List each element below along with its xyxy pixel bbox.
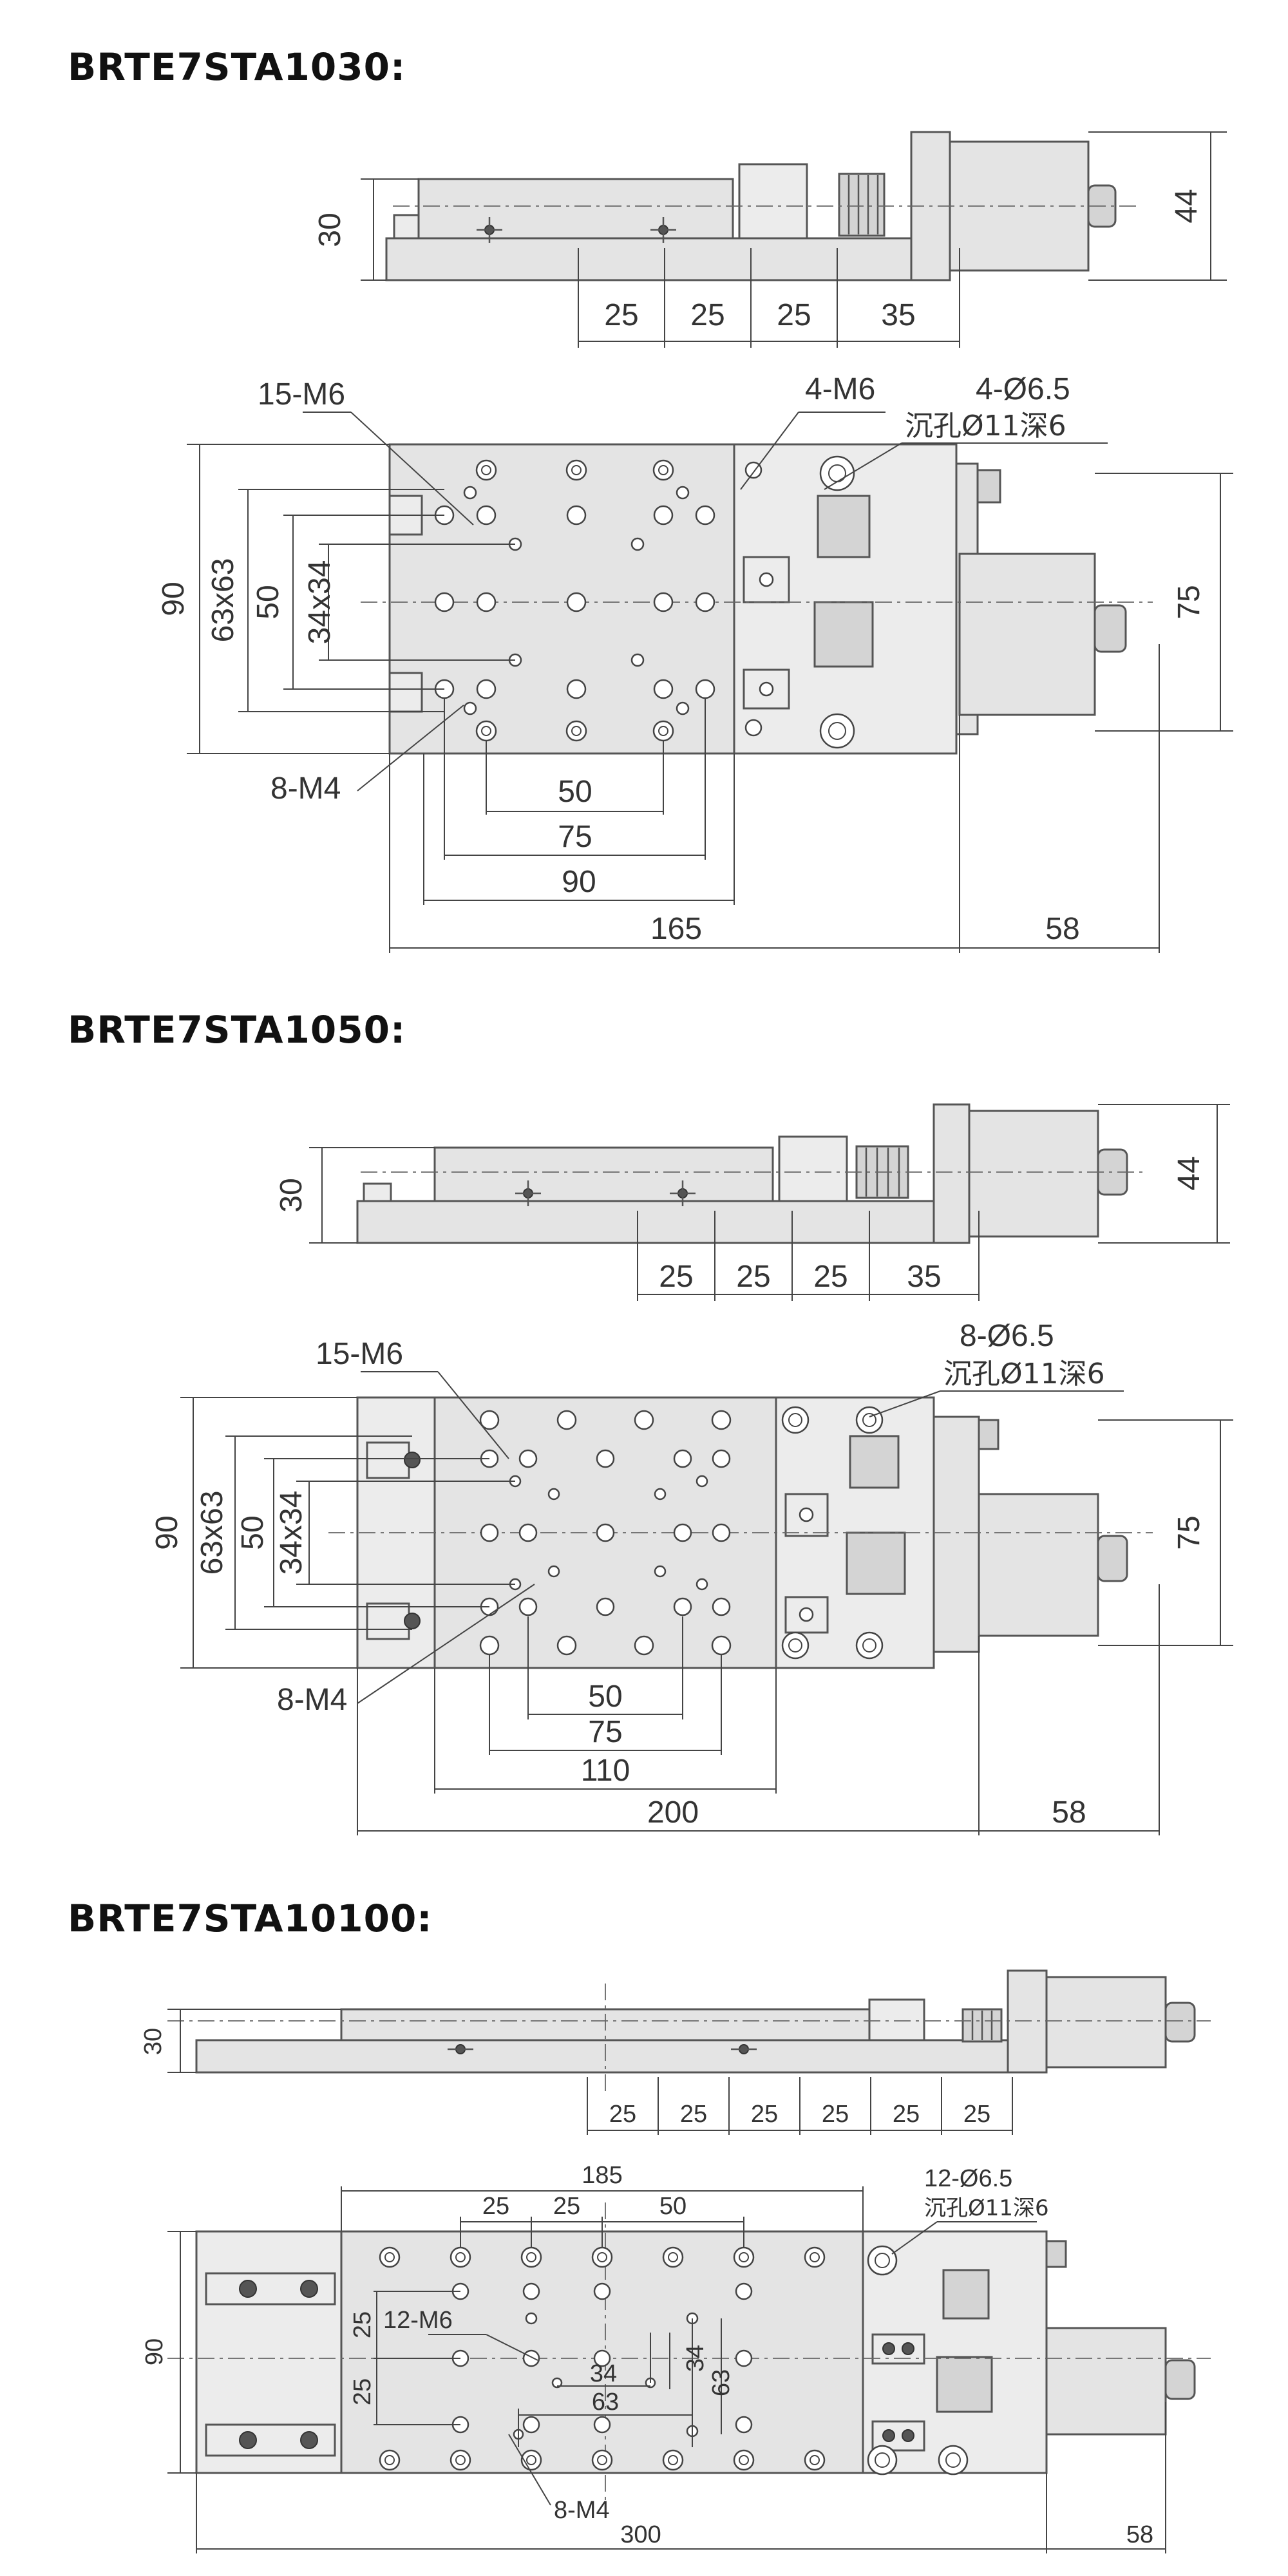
top-view-1030: 90 63x63 50 34x34 75 50 75 90 165 58 15-… (156, 372, 1233, 953)
dim-pitch-6: 25 (963, 2101, 990, 2128)
dim-height: 30 (140, 2028, 167, 2055)
side-mount-holes (477, 217, 676, 243)
label-4m6: 4-M6 (805, 372, 875, 406)
coupling-icon (838, 173, 886, 237)
dim-motor-square: 63x63 (195, 1491, 229, 1575)
top-view-10100: 185 25 25 50 12-Ø6.5 沉孔Ø11深6 90 25 25 12… (141, 2162, 1211, 2553)
dim-center-34-h: 34 (590, 2360, 617, 2387)
label-m4: 8-M4 (554, 2497, 610, 2524)
dim-top-total: 185 (582, 2162, 622, 2189)
dim-pitch-1: 25 (659, 1260, 693, 1294)
dim-pitch-5: 25 (893, 2101, 920, 2128)
dim-motor-height: 44 (1172, 1156, 1206, 1190)
dim-top-25a: 25 (482, 2193, 509, 2220)
side-mount-holes (448, 2044, 757, 2054)
knob-icon (1094, 604, 1127, 653)
knob-icon (1164, 2002, 1196, 2043)
motor-icon (978, 1493, 1099, 1637)
drawing-10100: 30 25 25 25 25 25 25 (140, 1969, 1211, 2553)
stepper-motor-icon (1045, 1976, 1167, 2069)
dim-motor-length: 58 (1045, 912, 1079, 946)
dim-pitch-4: 35 (907, 1260, 941, 1294)
top-mount-holes (379, 2245, 969, 2476)
dim-motor-height: 44 (1170, 189, 1204, 223)
dim-length: 300 (620, 2521, 661, 2548)
drawing-1050: 30 44 25 25 25 35 (150, 1103, 1233, 1835)
dim-pitch-1: 25 (604, 298, 638, 332)
dim-top-25b: 25 (553, 2193, 580, 2220)
dim-width: 90 (141, 2338, 168, 2365)
motor-icon (1045, 2327, 1167, 2436)
dim-pitch-2: 25 (690, 298, 724, 332)
dim-bottom-110: 110 (581, 1754, 630, 1788)
dim-pitch-2: 25 (736, 1260, 770, 1294)
dim-pitch-3: 25 (777, 298, 811, 332)
dim-motor-length: 58 (1052, 1795, 1086, 1830)
dim-right: 75 (1172, 1515, 1206, 1549)
side-view-1030: 30 44 25 25 25 35 (313, 131, 1227, 348)
dim-width: 90 (150, 1515, 184, 1549)
dim-inner-square: 34x34 (303, 560, 337, 645)
knob-icon (1097, 1535, 1128, 1582)
dim-motor-length: 58 (1126, 2521, 1153, 2548)
coupling-icon (846, 1531, 906, 1595)
coupling-icon (849, 1435, 900, 1489)
drawing-1030: 30 44 25 25 25 35 (156, 131, 1233, 953)
dim-pitch-4: 35 (881, 298, 915, 332)
top-mount-holes (479, 1406, 884, 1660)
coupling-icon (813, 601, 874, 668)
section-title-1050: BRTE7STA1050: (68, 1008, 406, 1052)
dim-hole-spacing: 50 (236, 1515, 270, 1549)
coupling-icon (936, 2356, 993, 2413)
dim-inner-square: 34x34 (274, 1491, 308, 1575)
label-counterbore: 4-Ø6.5 (976, 372, 1070, 406)
dim-bottom-75: 75 (588, 1715, 622, 1749)
dim-left-25b: 25 (349, 2378, 376, 2405)
label-m4: 8-M4 (270, 772, 341, 806)
dim-height: 30 (274, 1178, 308, 1212)
side-view-1050: 30 44 25 25 25 35 (274, 1103, 1230, 1301)
side-view-10100: 30 25 25 25 25 25 25 (140, 1969, 1211, 2135)
top-view-1050: 90 63x63 50 34x34 75 50 75 110 200 58 15… (150, 1319, 1233, 1835)
label-m6: 12-M6 (383, 2307, 453, 2334)
label-m4: 8-M4 (277, 1683, 347, 1717)
dim-left-25a: 25 (349, 2311, 376, 2338)
dim-center-34-v: 34 (682, 2345, 709, 2372)
label-counterbore-depth: 沉孔Ø11深6 (905, 410, 1066, 442)
dim-top-50: 50 (659, 2193, 687, 2220)
dim-center-63-v: 63 (708, 2369, 735, 2396)
dim-width: 90 (156, 582, 191, 616)
label-counterbore-depth: 沉孔Ø11深6 (924, 2195, 1049, 2221)
dim-pitch-3: 25 (813, 1260, 848, 1294)
dim-pitch-3: 25 (751, 2101, 778, 2128)
section-title-1030: BRTE7STA1030: (68, 45, 406, 89)
dim-center-63-h: 63 (592, 2389, 619, 2416)
coupling-icon (942, 2269, 990, 2320)
label-m6: 15-M6 (258, 377, 345, 412)
label-m6: 15-M6 (316, 1337, 403, 1371)
label-counterbore: 12-Ø6.5 (924, 2165, 1012, 2192)
dim-length: 200 (647, 1795, 699, 1830)
dim-height: 30 (313, 213, 347, 247)
section-title-10100: BRTE7STA10100: (68, 1897, 433, 1940)
dim-right: 75 (1172, 585, 1206, 619)
dim-bottom-90: 90 (562, 865, 596, 899)
label-counterbore: 8-Ø6.5 (960, 1319, 1054, 1353)
dim-bottom-50: 50 (588, 1680, 622, 1714)
dim-length: 165 (650, 912, 702, 946)
dim-pitch-4: 25 (822, 2101, 849, 2128)
dim-bottom-75: 75 (558, 820, 592, 854)
dim-hole-spacing: 50 (251, 585, 285, 619)
dim-pitch-2: 25 (680, 2101, 707, 2128)
side-mount-holes (515, 1180, 696, 1206)
label-counterbore-depth: 沉孔Ø11深6 (943, 1358, 1105, 1390)
coupling-icon (817, 495, 871, 558)
dim-motor-square: 63x63 (206, 558, 240, 643)
knob-icon (1164, 2359, 1196, 2400)
stepper-motor-icon (968, 1110, 1099, 1238)
dim-bottom-50: 50 (558, 775, 592, 809)
dim-pitch-1: 25 (609, 2101, 636, 2128)
motor-icon (958, 553, 1096, 716)
